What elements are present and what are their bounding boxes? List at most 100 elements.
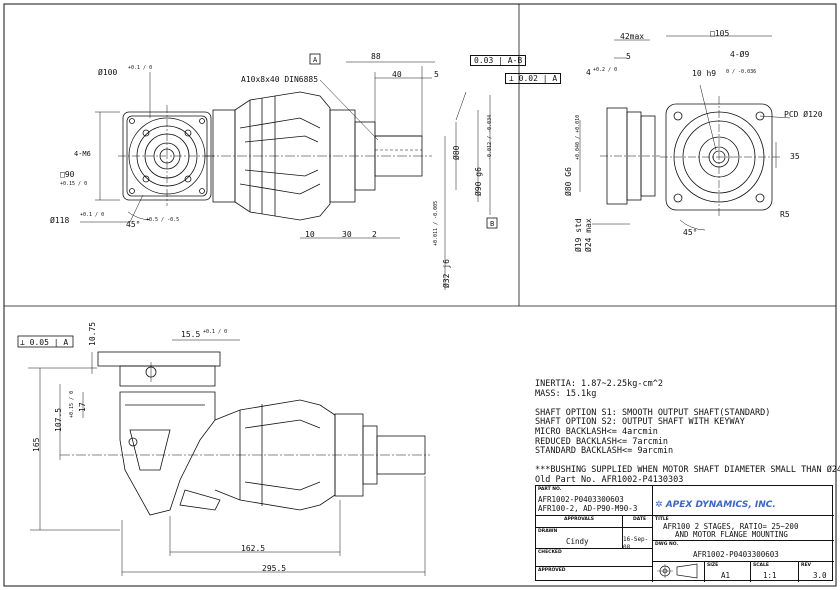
dim-shaft-90: Ø90 g6 <box>474 167 483 196</box>
dim-shaft-90-tol: -0.012 / -0.034 <box>487 114 493 160</box>
dim-holes9: 4-Ø9 <box>730 50 750 59</box>
dim-2: 2 <box>372 230 377 239</box>
runout-box: 0.03 | A-B <box>470 55 527 66</box>
dim-1625: 162.5 <box>241 544 266 553</box>
tb-company <box>653 486 834 516</box>
dim-2955: 295.5 <box>262 564 287 573</box>
tb-rev-label: REV <box>801 563 812 568</box>
dim-h10: 10 h9 <box>692 69 717 78</box>
tb-scale-value: 1:1 <box>763 571 777 580</box>
dim-end-4: 4 <box>586 68 591 77</box>
tb-part-no-1: AFR1002-P0403300603 <box>538 495 624 504</box>
perp-box-bottom: ⊥ 0.05 | A <box>20 338 69 347</box>
tb-checked-label: CHECKED <box>538 550 562 555</box>
tb-size-label: SIZE <box>707 563 719 568</box>
dim-pcd: PCD Ø120 <box>784 110 823 119</box>
perp-value-side: 0.02 <box>518 74 538 83</box>
perp-box-side: ⊥ 0.02 | A <box>505 73 562 84</box>
tb-size: SIZE A1 <box>705 562 751 582</box>
tb-title: TITLE AFR100 2 STAGES, RATIO= 25~200 AND… <box>653 516 834 541</box>
tb-dwg-no-value: AFR1002-P0403300603 <box>693 550 779 559</box>
dim-1075: 10.75 <box>88 321 97 346</box>
dim-5: 5 <box>434 70 439 79</box>
dim-30: 30 <box>342 230 352 239</box>
dim-square-90: □90 <box>60 170 75 179</box>
dim-g6-tol: +0.040 / +0.010 <box>575 114 581 160</box>
tb-drawn-date-cell: 16-Sep-08 <box>623 528 653 551</box>
dim-pilot-tol: +0.1 / 0 <box>80 212 105 218</box>
tb-drawn: DRAWN Cindy <box>536 528 623 549</box>
projection-symbol-icon <box>657 563 698 579</box>
sheet-border <box>3 3 837 587</box>
tb-size-value: A1 <box>721 571 731 580</box>
note-line: ***BUSHING SUPPLIED WHEN MOTOR SHAFT DIA… <box>535 465 840 476</box>
dim-angle-tol: +0.5 / -0.5 <box>146 217 180 223</box>
runout-ref: A-B <box>507 56 523 65</box>
dim-std19: Ø19 std <box>574 218 583 252</box>
dim-end-45: 45° <box>683 228 698 237</box>
note-line: SHAFT OPTION S2: OUTPUT SHAFT WITH KEYWA… <box>535 417 745 428</box>
tb-part-no-label: PART NO. <box>538 487 562 492</box>
dim-42max: 42max <box>620 32 645 41</box>
datum-a-label: A <box>313 56 318 64</box>
tb-drawn-by: Cindy <box>566 537 589 546</box>
dim-holes-m6: 4-M6 <box>74 150 91 158</box>
dim-sq105: □105 <box>710 29 730 38</box>
tb-date-label: DATE <box>633 517 647 522</box>
dim-max24: Ø24 max <box>584 218 593 252</box>
dim-155: 15.5 <box>181 330 201 339</box>
tb-scale-label: SCALE <box>753 563 769 568</box>
dim-h10-tol: 0 / -0.036 <box>726 69 757 75</box>
tb-title-2: AND MOTOR FLANGE MOUNTING <box>675 530 788 539</box>
tb-approvals-label: APPROVALS <box>564 517 595 522</box>
dim-35: 35 <box>790 152 800 161</box>
dim-shaft-32-tol: +0.011 / -0.005 <box>433 200 439 246</box>
note-line: MASS: 15.1kg <box>535 388 597 399</box>
tb-approvals: APPROVALS <box>536 516 623 528</box>
tb-checked: CHECKED <box>536 549 653 567</box>
tb-scale: SCALE 1:1 <box>751 562 799 582</box>
note-line: Old Part No. AFR1002-P4130303 <box>535 474 684 485</box>
dim-end-4-tol: +0.2 / 0 <box>593 67 618 73</box>
datum-b-label: B <box>490 220 494 228</box>
dim-155-tol: +0.1 / 0 <box>203 329 228 335</box>
dim-pilot-dia: Ø118 <box>50 216 70 225</box>
dim-r5: R5 <box>780 210 790 219</box>
perp-ref-side: A <box>552 74 558 83</box>
end-view <box>579 35 791 231</box>
tb-dwg-no: DWG NO. AFR1002-P0403300603 <box>653 541 834 562</box>
tb-date: DATE <box>623 516 653 528</box>
dim-shaft-32: Ø32 j6 <box>442 259 451 288</box>
tb-approved: APPROVED <box>536 567 653 582</box>
bottom-view <box>17 335 430 576</box>
key-spec: A10x8x40 DIN6885 <box>241 75 319 84</box>
tb-drawn-label: DRAWN <box>538 529 558 534</box>
side-view <box>205 53 498 290</box>
tb-approved-label: APPROVED <box>538 568 566 573</box>
tb-dwg-no-label: DWG NO. <box>655 542 679 547</box>
note-line: REDUCED BACKLASH<= 7arcmin <box>535 436 669 447</box>
tb-rev: REV 3.0 <box>799 562 834 582</box>
note-line: SHAFT OPTION S1: SMOOTH OUTPUT SHAFT(STA… <box>535 407 771 418</box>
perp-ref-bottom: A <box>63 338 69 347</box>
title-block: PART NO. AFR1002-P0403300603 AFR100-2, A… <box>535 485 834 582</box>
tb-part-no: PART NO. AFR1002-P0403300603 AFR100-2, A… <box>536 486 653 516</box>
tb-title-1: AFR100 2 STAGES, RATIO= 25~200 <box>663 522 799 531</box>
dim-g6: Ø80 G6 <box>564 167 573 196</box>
tb-title-label: TITLE <box>655 517 669 522</box>
dim-1075c: 107.5 <box>54 407 63 432</box>
dim-flange-tol: +0.1 / 0 <box>128 65 153 71</box>
dim-40: 40 <box>392 70 402 79</box>
front-view <box>80 72 216 223</box>
notes-block: INERTIA: 1.87~2.25kg-cm^2 MASS: 15.1kg S… <box>535 379 840 486</box>
tb-part-no-2: AFR100-2, AD-P90-M90-3 <box>538 504 638 513</box>
note-line: INERTIA: 1.87~2.25kg-cm^2 <box>535 379 663 389</box>
dim-square-tol: +0.15 / 0 <box>60 181 88 187</box>
tb-projection <box>653 562 705 582</box>
company-logo: ✲ APEX DYNAMICS, INC. <box>655 500 776 510</box>
perp-value-bottom: 0.05 <box>29 338 49 347</box>
runout-value: 0.03 <box>474 56 494 65</box>
note-line: MICRO BACKLASH<= 4arcmin <box>535 426 658 437</box>
logo-mark-icon: ✲ <box>655 500 663 510</box>
dim-shaft-80: Ø80 <box>452 145 461 160</box>
